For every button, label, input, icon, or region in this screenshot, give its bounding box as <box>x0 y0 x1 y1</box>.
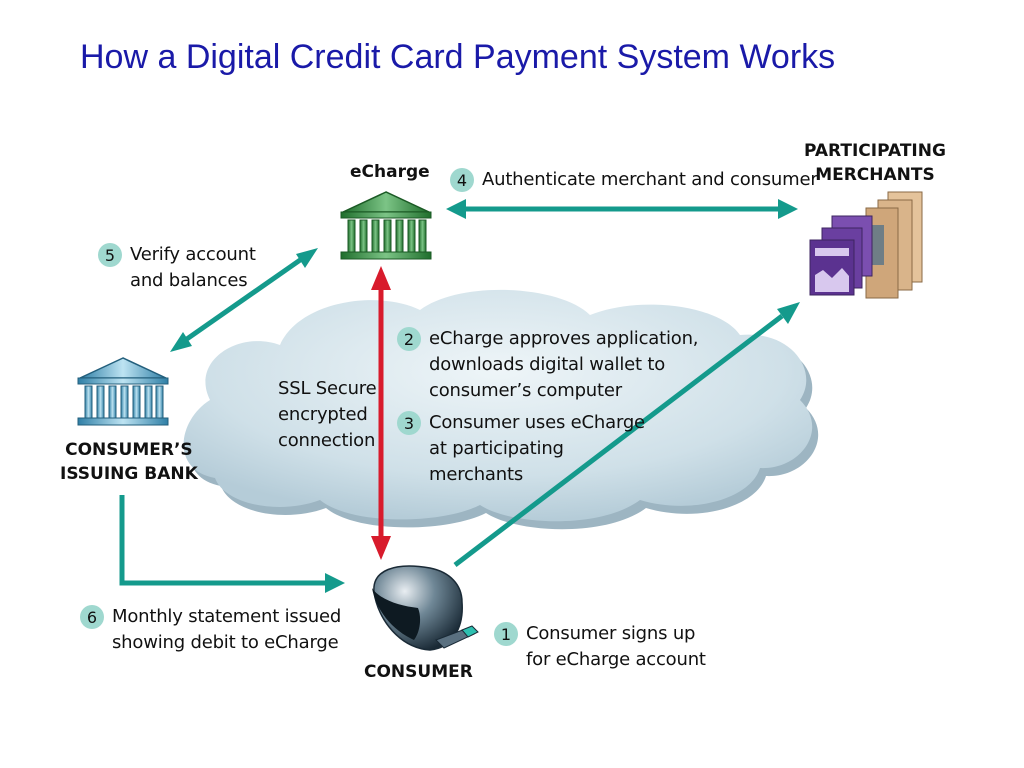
issuing-bank-icon <box>77 357 169 426</box>
step-5-line2: and balances <box>130 270 248 291</box>
echarge-label: eCharge <box>350 162 430 182</box>
step-4-line1: Authenticate merchant and consumer <box>482 169 818 190</box>
step-4-text: Authenticate merchant and consumer <box>482 167 818 193</box>
arrow-verify <box>182 255 305 344</box>
step-3-text: Consumer uses eCharge at participating m… <box>429 410 645 488</box>
step-2-line2: downloads digital wallet to <box>429 354 666 375</box>
step-3-badge: 3 <box>397 411 421 435</box>
step-3-line3: merchants <box>429 464 523 485</box>
merchants-storefront-icon <box>809 191 923 299</box>
step-5-line1: Verify account <box>130 244 256 265</box>
consumer-computer-icon <box>372 565 479 651</box>
merchants-label: PARTICIPATING MERCHANTS <box>804 139 946 187</box>
step-6-text: Monthly statement issued showing debit t… <box>112 604 341 656</box>
arrow-ssl-connection <box>371 266 391 560</box>
merchants-label-line2: MERCHANTS <box>815 165 935 185</box>
ssl-line2: encrypted <box>278 404 368 425</box>
issuing-bank-label-line2: ISSUING BANK <box>60 464 198 484</box>
step-6: 6 Monthly statement issued showing debit… <box>80 604 341 656</box>
step-6-line2: showing debit to eCharge <box>112 632 339 653</box>
echarge-bank-icon <box>340 191 432 260</box>
step-3: 3 Consumer uses eCharge at participating… <box>397 410 645 488</box>
arrow-statement <box>119 495 325 586</box>
step-5: 5 Verify account and balances <box>98 242 256 294</box>
ssl-line3: connection <box>278 430 376 451</box>
step-6-line1: Monthly statement issued <box>112 606 342 627</box>
step-3-line2: at participating <box>429 438 564 459</box>
step-2-text: eCharge approves application, downloads … <box>429 326 699 404</box>
step-5-text: Verify account and balances <box>130 242 256 294</box>
step-3-line1: Consumer uses eCharge <box>429 412 645 433</box>
arrow-consumer-to-merchants <box>453 314 784 567</box>
issuing-bank-label: CONSUMER’S ISSUING BANK <box>60 438 198 486</box>
internet-cloud <box>183 289 819 530</box>
step-2-badge: 2 <box>397 327 421 351</box>
step-2-line3: consumer’s computer <box>429 380 622 401</box>
ssl-line1: SSL Secure <box>278 378 377 399</box>
step-5-badge: 5 <box>98 243 122 267</box>
step-1: 1 Consumer signs up for eCharge account <box>494 621 706 673</box>
consumer-label: CONSUMER <box>364 662 473 682</box>
step-1-text: Consumer signs up for eCharge account <box>526 621 706 673</box>
page-title: How a Digital Credit Card Payment System… <box>80 38 836 76</box>
step-2-line1: eCharge approves application, <box>429 328 699 349</box>
step-1-line2: for eCharge account <box>526 649 706 670</box>
flow-arrows <box>119 199 800 593</box>
step-6-badge: 6 <box>80 605 104 629</box>
step-4: 4 Authenticate merchant and consumer <box>450 167 818 193</box>
step-1-badge: 1 <box>494 622 518 646</box>
step-1-line1: Consumer signs up <box>526 623 696 644</box>
step-4-badge: 4 <box>450 168 474 192</box>
ssl-connection-label: SSL Secure encrypted connection <box>278 376 377 454</box>
issuing-bank-label-line1: CONSUMER’S <box>65 440 193 460</box>
step-2: 2 eCharge approves application, download… <box>397 326 699 404</box>
merchants-label-line1: PARTICIPATING <box>804 141 946 161</box>
